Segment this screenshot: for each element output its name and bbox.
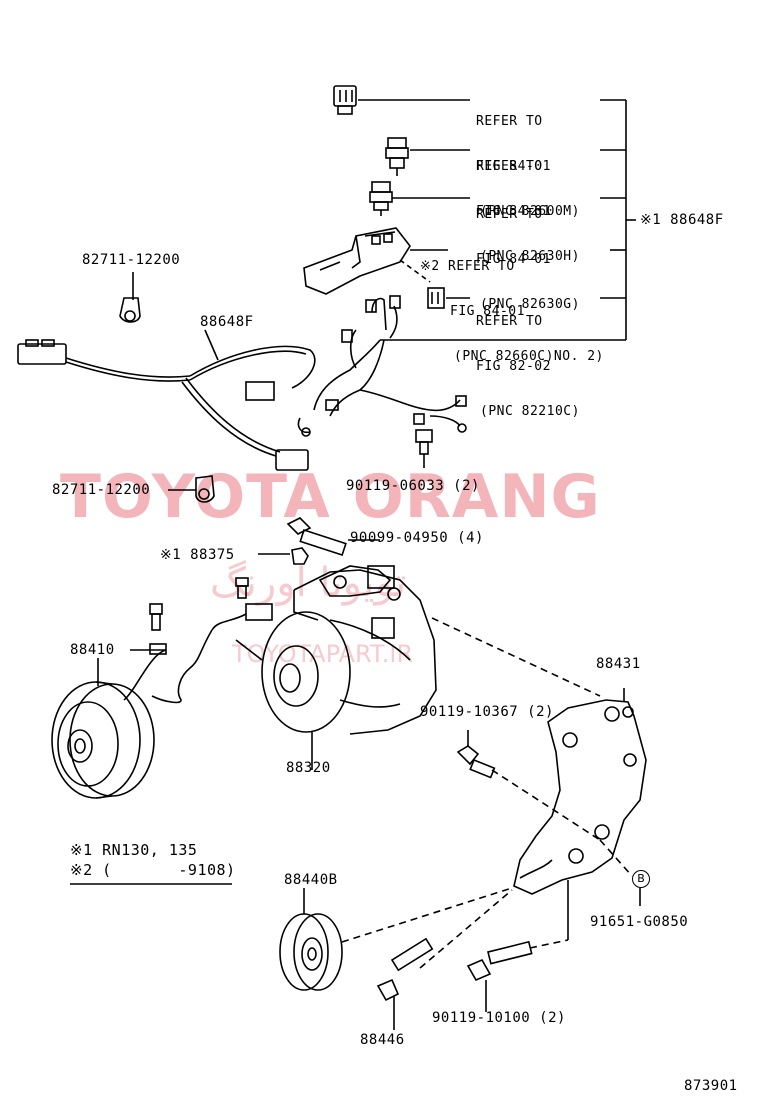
refer-line: (PNC 82210C) (480, 404, 580, 419)
refer-leaders (358, 99, 636, 341)
refer-line: FIG 84-01 (476, 159, 551, 174)
refer-note-82660C: ※2 REFER TO FIG 84-01 (PNC 82660C)NO. 2) (420, 229, 604, 394)
watermark-brand: TOYOTA ORANG (60, 462, 601, 532)
label-90119-10367: 90119-10367 (2) (420, 704, 554, 720)
bolt-90119-10367 (456, 730, 601, 841)
callout-b: B (632, 870, 650, 888)
label-82711-b: 82711-12200 (52, 482, 151, 498)
pulley-88440B (279, 887, 513, 991)
refer-line: FIG 84-01 (450, 304, 525, 319)
label-88375: ※1 88375 (160, 547, 235, 563)
refer-line: REFER TO (476, 207, 543, 222)
bracket-label: ※1 88648F (640, 212, 724, 228)
bracket-88431 (513, 688, 647, 895)
label-91651-G0850: 91651-G0850 (590, 914, 689, 930)
refer-line: FIG 82-02 (476, 359, 551, 374)
switch-82630G (369, 181, 393, 216)
note-2: ※2 ( -9108) (70, 861, 236, 879)
switch-82630H (385, 137, 409, 176)
label-90119-06033: 90119-06033 (2) (346, 478, 480, 494)
screw-small-b (149, 603, 163, 631)
bolt-90119-10100 (466, 880, 569, 1012)
nut-88375 (258, 547, 309, 565)
refer-line: (PNC 82660C)NO. 2) (454, 349, 604, 364)
bolt-88446 (376, 889, 513, 1030)
label-82711-a: 82711-12200 (82, 252, 181, 268)
label-90119-10100: 90119-10100 (2) (432, 1010, 566, 1026)
bolt-90099-04950 (286, 517, 380, 557)
connector-82210C (427, 287, 445, 309)
label-88446: 88446 (360, 1032, 405, 1048)
dash-compressor-bracket (431, 617, 601, 697)
screw-small-a (235, 577, 249, 599)
refer-line: (PNC 82630G) (480, 297, 580, 312)
label-88410: 88410 (70, 642, 115, 658)
refer-line: FIG 84-01 (476, 204, 551, 219)
refer-line: (PNC 82600M) (480, 204, 580, 219)
connector-82600M (333, 85, 357, 115)
label-88440B: 88440B (284, 872, 338, 888)
bolt-90119-06033 (415, 429, 433, 468)
dash-callout-b (599, 839, 633, 877)
relay-82660C (303, 227, 431, 295)
clutch-wire (123, 603, 273, 704)
refer-line: ※2 REFER TO (420, 259, 515, 274)
refer-line: FIG 84-01 (476, 252, 551, 267)
refer-line: (PNC 82630H) (480, 249, 580, 264)
compressor-88320 (235, 565, 437, 770)
clutch-88410 (51, 658, 155, 799)
diagram-id: 873901 (684, 1078, 738, 1094)
label-90099-04950: 90099-04950 (4) (350, 530, 484, 546)
clip-82711-a (119, 272, 141, 323)
refer-note-82630G: REFER TO FIG 84-01 (PNC 82630G) (476, 177, 580, 342)
refer-line: REFER TO (476, 314, 543, 329)
refer-note-82600M: REFER TO FIG 84-01 (PNC 82600M) (476, 84, 580, 249)
harness-88648F (17, 329, 316, 471)
wire-harness (297, 295, 467, 437)
label-88648F: 88648F (200, 314, 254, 330)
refer-note-82210C: REFER TO FIG 82-02 (PNC 82210C) (476, 284, 580, 449)
note-1: ※1 RN130, 135 (70, 841, 198, 859)
refer-note-82630H: REFER TO FIG 84-01 (PNC 82630H) (476, 129, 580, 294)
label-88431: 88431 (596, 656, 641, 672)
clip-82711-b (168, 475, 215, 503)
refer-line: REFER TO (476, 159, 543, 174)
label-88320: 88320 (286, 760, 331, 776)
refer-line: REFER TO (476, 114, 543, 129)
